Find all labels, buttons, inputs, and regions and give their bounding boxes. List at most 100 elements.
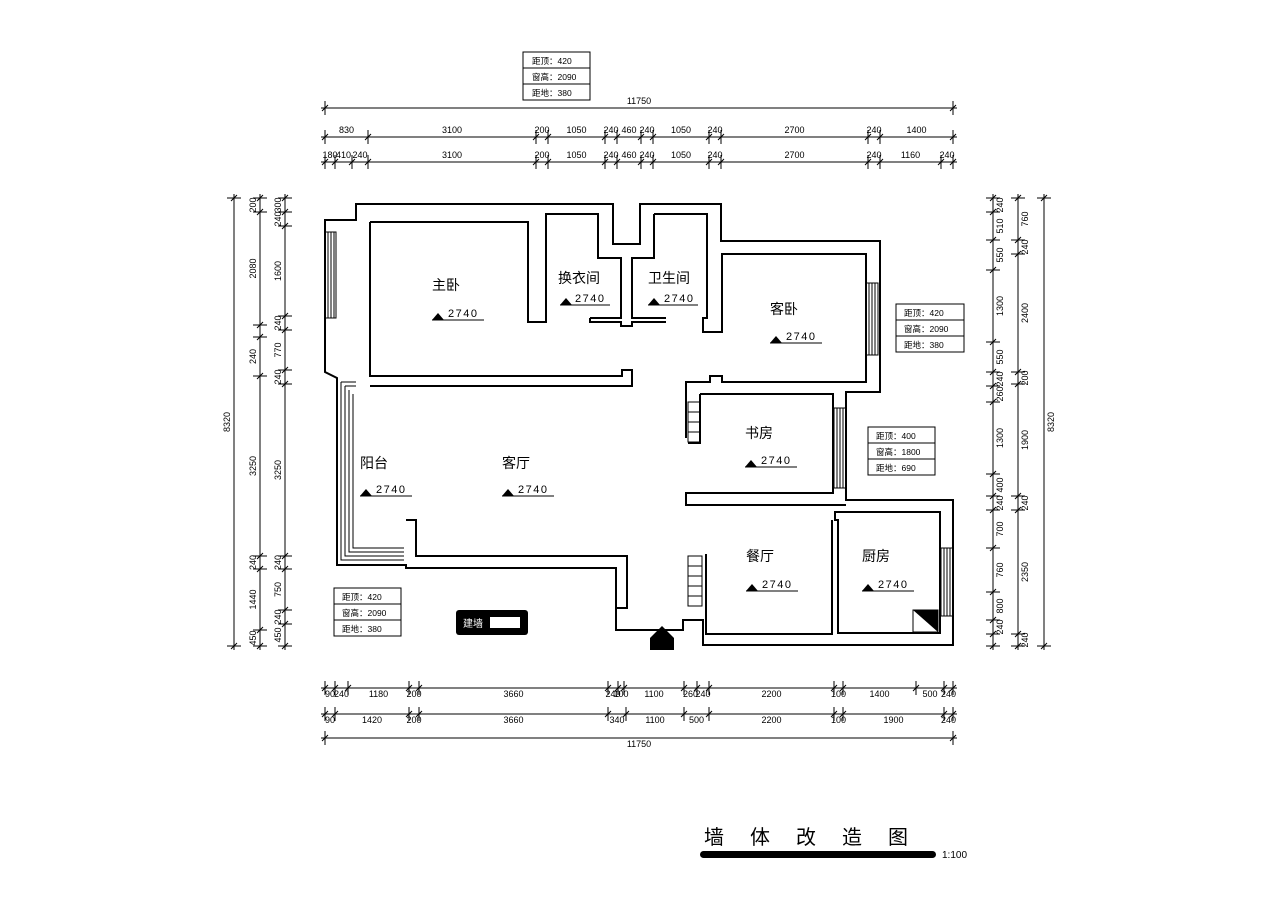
dim-left-row1-label: 240 (248, 349, 258, 364)
svg-text:2740: 2740 (664, 293, 694, 305)
dim-left-row2-label: 300 (273, 197, 283, 212)
dim-top-row2-label: 3100 (442, 150, 462, 160)
dim-bottom-row1-label: 500 (922, 689, 937, 699)
dim-left-row1-label: 240 (248, 555, 258, 570)
title-text: 墙体改造图 (704, 825, 934, 849)
dim-top-row2-label: 240 (639, 150, 654, 160)
dim-bottom-row1-label: 90 (325, 689, 335, 699)
level-mark-guest: 2740 (770, 331, 822, 344)
dim-top-row2-label: 1160 (901, 150, 920, 160)
dim-right-row2-label: 2400 (1020, 303, 1030, 323)
dim-left-row2-label: 240 (273, 609, 283, 624)
dim-right-row1-label: 760 (995, 562, 1005, 577)
room-name-study: 书房 (745, 426, 773, 442)
room-name-bath: 卫生间 (648, 271, 690, 287)
dim-bottom-row2-label: 200 (406, 715, 421, 725)
room-name-living: 客厅 (502, 455, 530, 472)
dim-left-row1-label: 1440 (248, 589, 258, 609)
dim-bottom-row2-label: 2200 (761, 715, 781, 725)
legend-new-wall: 建墙 (456, 610, 528, 635)
dim-top-row1-label: 240 (603, 125, 618, 135)
dim-left-row1-label: 2080 (248, 258, 258, 278)
room-name-balcony: 阳台 (360, 456, 388, 472)
dim-top-row2-label: 240 (707, 150, 722, 160)
window-info-guest: 距顶：420 窗高：2090 距地：380 (895, 303, 965, 353)
room-name-guest: 客卧 (770, 301, 798, 318)
dim-top-row2-label: 460 (621, 150, 636, 160)
dim-left-total-label: 8320 (222, 412, 232, 432)
dim-right-row1-label: 400 (995, 477, 1005, 492)
dim-right-row2-label: 240 (1020, 239, 1030, 254)
level-mark-balcony: 2740 (360, 484, 412, 497)
svg-text:2740: 2740 (575, 293, 605, 305)
svg-text:2740: 2740 (448, 308, 478, 320)
svg-text:距地：690: 距地：690 (876, 463, 916, 473)
dim-top-row2-label: 240 (352, 150, 367, 160)
dim-left-row1-label: 450 (248, 630, 258, 645)
dim-right-row2-label: 1900 (1020, 430, 1030, 450)
window-marks (324, 231, 954, 650)
dim-top-row2-label: 180 (322, 150, 337, 160)
svg-text:距地：380: 距地：380 (904, 340, 944, 350)
dim-bottom-row2-label: 500 (689, 715, 704, 725)
dim-bottom-row2-label: 3660 (503, 715, 523, 725)
dim-bottom-row1-label: 2200 (761, 689, 781, 699)
dim-bottom-row2-label: 90 (325, 715, 335, 725)
dim-bottom-row2-label: 1420 (362, 715, 382, 725)
dim-bottom-row1-label: 240 (334, 689, 349, 699)
svg-text:窗高：2090: 窗高：2090 (904, 324, 949, 334)
dim-left-row2-label: 450 (273, 627, 283, 642)
dim-bottom-row1-label: 200 (406, 689, 421, 699)
dim-right-total-label: 8320 (1046, 412, 1056, 432)
dim-top-row1-label: 200 (534, 125, 549, 135)
dim-left-row1-label: 3250 (248, 456, 258, 476)
dim-right-row2-label: 240 (1020, 632, 1030, 647)
dim-top-row1-label: 2700 (784, 125, 804, 135)
dim-bottom-row1-label: 1100 (644, 689, 663, 699)
dim-left-row2-label: 1600 (273, 261, 283, 281)
dim-bottom-row1-label: 240 (941, 689, 956, 699)
dim-right-row2-label: 200 (1020, 370, 1030, 385)
svg-text:2740: 2740 (518, 484, 548, 496)
dim-top-row2-label: 200 (534, 150, 549, 160)
svg-text:窗高：1800: 窗高：1800 (876, 447, 921, 457)
window-info-top: 距顶：420 窗高：2090 距地：380 (522, 51, 591, 101)
level-mark-living: 2740 (502, 484, 554, 497)
room-name-master: 主卧 (432, 278, 460, 294)
dim-bottom-row2-label: 1900 (883, 715, 903, 725)
svg-text:距顶：420: 距顶：420 (904, 308, 944, 318)
svg-text:2740: 2740 (878, 579, 908, 591)
dim-top-row1-label: 3100 (442, 125, 462, 135)
dim-top-row1-label: 460 (621, 125, 636, 135)
dim-right-row2-label: 760 (1020, 211, 1030, 226)
scale-text: 1:100 (942, 850, 967, 861)
dim-top-row1-label: 1400 (906, 125, 926, 135)
dim-top-row2-label: 240 (866, 150, 881, 160)
dim-top-row1-label: 240 (707, 125, 722, 135)
dim-left-row2-label: 240 (273, 555, 283, 570)
dim-right-row1-label: 700 (995, 521, 1005, 536)
svg-text:2740: 2740 (762, 579, 792, 591)
dim-top-row1-label: 1050 (566, 125, 586, 135)
dim-top-row1-label: 240 (639, 125, 654, 135)
dim-right-row1-label: 240 (995, 371, 1005, 386)
dim-right-row1-label: 240 (995, 197, 1005, 212)
svg-text:距顶：400: 距顶：400 (876, 431, 916, 441)
dim-left-row2-label: 3250 (273, 460, 283, 480)
dim-right-row1-label: 240 (995, 619, 1005, 634)
svg-text:距地：380: 距地：380 (342, 624, 382, 634)
level-mark-dining: 2740 (746, 579, 798, 592)
dim-left-row2-label: 240 (273, 315, 283, 330)
dim-bottom-row2-label: 100 (831, 715, 846, 725)
dim-bottom-row2-label: 340 (609, 715, 624, 725)
level-mark-kitchen: 2740 (862, 579, 914, 592)
window-info-study: 距顶：400 窗高：1800 距地：690 (867, 426, 936, 476)
dim-right-row1-label: 260 (995, 386, 1005, 401)
dim-top-row2-label: 240 (939, 150, 954, 160)
dim-right-row1-label: 1300 (995, 296, 1005, 316)
svg-text:窗高：2090: 窗高：2090 (342, 608, 387, 618)
drawing-title: 墙体改造图 1:100 (700, 825, 967, 861)
dim-bottom-row1-label: 3660 (503, 689, 523, 699)
room-labels: 主卧 2740 换衣间 2740 卫生间 2740 客卧 2740 书房 274… (360, 270, 914, 592)
